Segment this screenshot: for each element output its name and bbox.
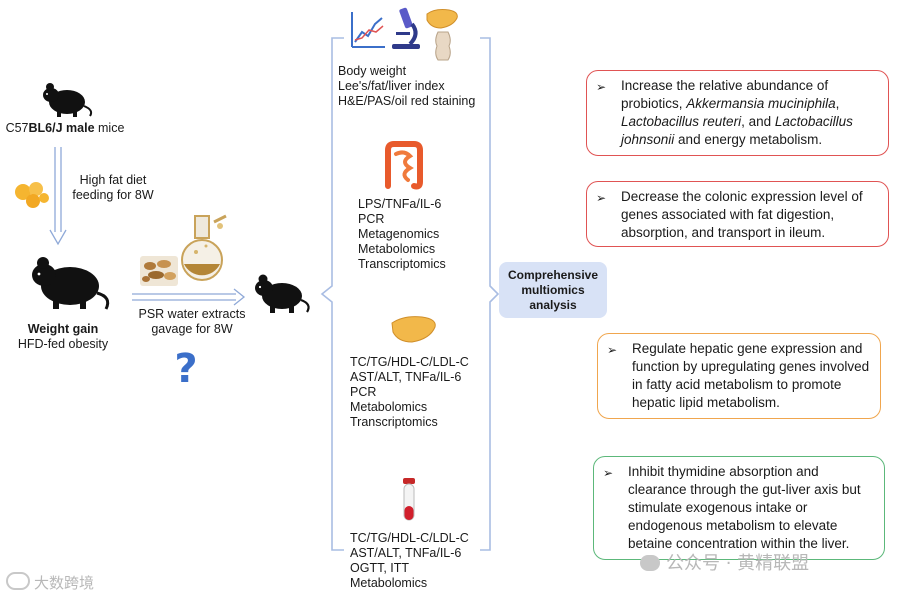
psr-line2: gavage for 8W xyxy=(151,322,233,336)
bullet-icon: ➢ xyxy=(596,80,607,94)
finding-part: , xyxy=(835,96,840,111)
species-johnsonii: Lactobacillus johnsonii xyxy=(621,114,853,147)
species-reuteri: Lactobacillus reuteri xyxy=(621,114,742,129)
measure-metabolomics: Metabolomics xyxy=(358,242,436,256)
measure-transcriptomics: Transcriptomics xyxy=(350,415,438,429)
measure-pcr: PCR xyxy=(350,385,377,399)
mouse-icon xyxy=(43,83,93,117)
finding-text: Regulate hepatic gene expression and fun… xyxy=(632,341,870,410)
strain-bold: BL6/J male xyxy=(28,121,95,135)
hfd-arrow xyxy=(49,147,67,246)
watermark-logo-icon xyxy=(6,572,30,590)
wechat-logo-icon xyxy=(640,555,660,571)
hfd-line1: High fat diet xyxy=(79,173,147,187)
weight-gain-label: Weight gain HFD-fed obesity xyxy=(8,322,118,352)
species-akkermansia: Akkermansia muciniphila xyxy=(686,96,836,111)
psr-arrow xyxy=(132,288,246,306)
watermark-left-text: 大数跨境 xyxy=(34,574,95,592)
measure-lipids: TC/TG/HDL-C/LDL-C xyxy=(350,531,469,545)
measure-transcriptomics: Transcriptomics xyxy=(358,257,446,271)
bullet-icon: ➢ xyxy=(603,466,614,480)
group4-text: TC/TG/HDL-C/LDL-C AST/ALT, TNFa/IL-6 OGT… xyxy=(350,531,490,591)
measure-pcr: PCR xyxy=(358,212,385,226)
chart-icon xyxy=(351,12,385,48)
watermark-left: 大数跨境 xyxy=(6,572,94,593)
finding-hepatic-regulation: ➢ Regulate hepatic gene expression and f… xyxy=(597,333,881,419)
hfd-line2: feeding for 8W xyxy=(72,188,154,202)
finding-gut-liver-axis: ➢ Inhibit thymidine absorption and clear… xyxy=(593,456,885,560)
strain-prefix: C57 xyxy=(5,121,29,135)
measure-liver-enzymes: AST/ALT, TNFa/IL-6 xyxy=(350,370,462,384)
measure-metabolomics: Metabolomics xyxy=(350,400,428,414)
bullet-icon: ➢ xyxy=(607,343,618,357)
psr-line1: PSR water extracts xyxy=(138,307,246,321)
liver-icon xyxy=(391,316,436,343)
hfd-label: High fat diet feeding for 8W xyxy=(58,173,168,203)
analysis-line3: analysis xyxy=(529,297,577,312)
joint-icon xyxy=(435,31,451,61)
measure-metagenomics: Metagenomics xyxy=(358,227,440,241)
strain-suffix: mice xyxy=(94,121,125,135)
finding-part: , and xyxy=(741,114,775,129)
intestine-icon xyxy=(385,141,423,190)
question-icon: ? xyxy=(174,346,198,392)
analysis-line1: Comprehensive xyxy=(507,267,599,282)
finding-text: Decrease the colonic expression level of… xyxy=(621,189,863,240)
blood-tube-icon xyxy=(403,478,415,521)
finding-part: and energy metabolism. xyxy=(674,132,823,147)
flask-icon xyxy=(181,214,227,281)
fat-droplets-icon xyxy=(15,182,49,208)
mouse-strain-label: C57BL6/J male mice xyxy=(0,121,130,136)
psr-label: PSR water extracts gavage for 8W xyxy=(132,307,252,337)
finding-text: Increase the relative abundance of probi… xyxy=(621,77,878,149)
measure-liver-enzymes: AST/ALT, TNFa/IL-6 xyxy=(350,546,462,560)
measure-index: Lee's/fat/liver index xyxy=(338,79,445,93)
measure-body-weight: Body weight xyxy=(338,64,407,78)
measure-lipids: TC/TG/HDL-C/LDL-C xyxy=(350,355,469,369)
watermark-right-text: 公众号 · 黄精联盟 xyxy=(666,553,810,574)
analysis-line2: multiomics xyxy=(521,282,585,297)
group1-text: Body weight Lee's/fat/liver index H&E/PA… xyxy=(338,64,498,109)
finding-text: Inhibit thymidine absorption and clearan… xyxy=(628,464,861,551)
mouse-icon xyxy=(255,274,310,313)
finding-part: Increase the relative abundance of probi… xyxy=(621,78,829,111)
finding-probiotics: ➢ Increase the relative abundance of pro… xyxy=(586,70,889,156)
weight-gain: Weight gain xyxy=(27,322,99,336)
watermark-right: 公众号 · 黄精联盟 xyxy=(640,549,809,575)
finding-colonic-expression: ➢ Decrease the colonic expression level … xyxy=(586,181,889,247)
right-bracket xyxy=(480,37,500,551)
group2-text: LPS/TNFa/IL-6 PCR Metagenomics Metabolom… xyxy=(358,197,488,272)
measure-metabolomics: Metabolomics xyxy=(350,576,428,590)
herb-icon xyxy=(140,256,178,286)
bullet-icon: ➢ xyxy=(596,191,607,205)
liver-icon xyxy=(426,9,458,29)
hfd-obesity: HFD-fed obesity xyxy=(17,337,109,351)
left-bracket xyxy=(320,37,344,551)
microscope-icon xyxy=(392,7,420,49)
mouse-icon xyxy=(32,257,110,310)
measure-ogtt: OGTT, ITT xyxy=(350,561,410,575)
measure-lps: LPS/TNFa/IL-6 xyxy=(358,197,442,211)
group3-text: TC/TG/HDL-C/LDL-C AST/ALT, TNFa/IL-6 PCR… xyxy=(350,355,490,430)
multiomics-analysis-box: Comprehensive multiomics analysis xyxy=(499,262,607,318)
measure-staining: H&E/PAS/oil red staining xyxy=(338,94,476,108)
